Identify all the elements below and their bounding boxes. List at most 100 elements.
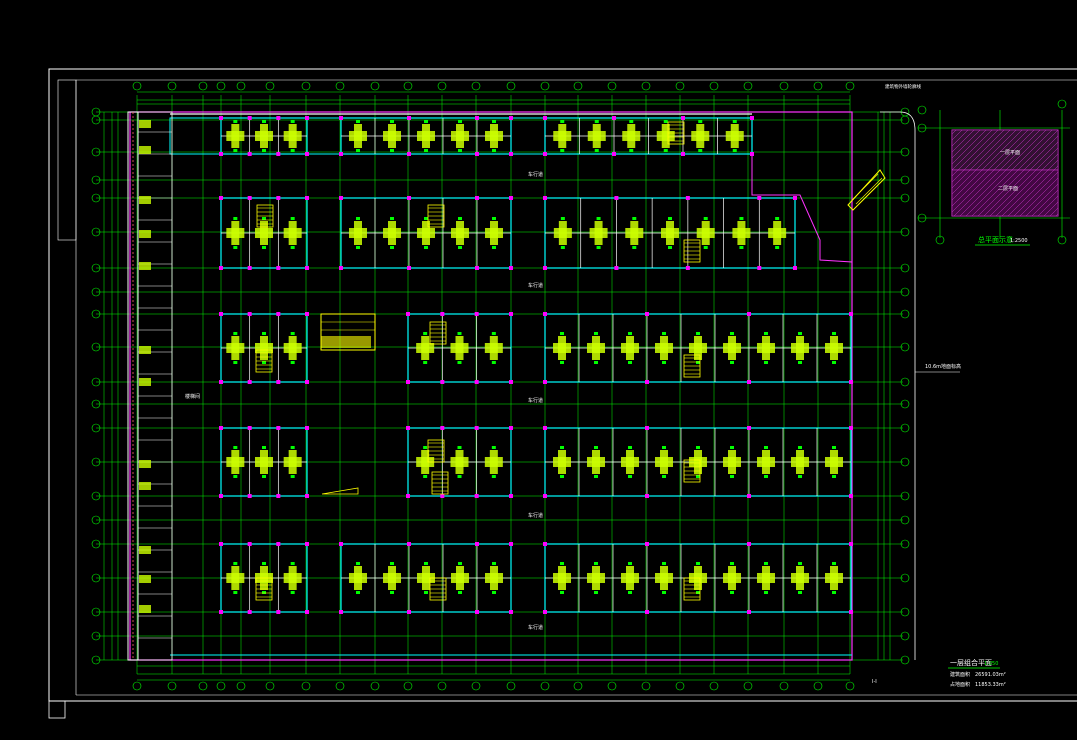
column xyxy=(475,196,479,200)
column xyxy=(407,610,411,614)
column xyxy=(247,196,252,200)
unit-tag xyxy=(668,246,672,249)
keyplan-hatch xyxy=(959,130,1047,216)
unit-hatch xyxy=(689,343,707,353)
axis-bubble-top xyxy=(167,81,177,91)
axis-bubble-right xyxy=(900,457,910,467)
drawing-scale: 1:250 xyxy=(984,661,998,667)
unit-hatch xyxy=(485,131,503,141)
axis-bubble-right xyxy=(900,175,910,185)
axis-bubble-left xyxy=(91,227,101,237)
unit-hatch xyxy=(661,228,679,238)
unit-hatch xyxy=(255,228,273,238)
unit-tag xyxy=(290,562,295,565)
unit-tag xyxy=(233,562,238,565)
unit-tag xyxy=(703,217,708,220)
unit-tag xyxy=(594,120,599,123)
column xyxy=(339,196,343,200)
unit-tag xyxy=(730,332,734,335)
column xyxy=(407,152,411,156)
unit-hatch xyxy=(553,228,572,238)
unit-tag xyxy=(424,149,428,152)
parking-mark xyxy=(139,120,151,128)
unit-tag xyxy=(492,562,496,565)
parking-mark xyxy=(139,262,151,270)
unit-tag xyxy=(696,446,700,449)
column xyxy=(614,196,619,200)
axis-bubble-top xyxy=(198,81,208,91)
parking-mark xyxy=(139,346,151,354)
equipment-room xyxy=(320,313,376,495)
column xyxy=(849,380,853,384)
keyplan-hatch xyxy=(1055,213,1058,216)
column xyxy=(276,610,281,614)
unit-tag xyxy=(290,217,295,220)
axis-bubble-right xyxy=(900,342,910,352)
unit-tag xyxy=(594,149,599,152)
axis-bubble-left xyxy=(91,175,101,185)
axis-bubble-top xyxy=(437,81,447,91)
unit-hatch xyxy=(587,457,605,467)
axis-bubble-right xyxy=(900,515,910,525)
column xyxy=(276,494,281,498)
unit-hatch xyxy=(417,573,435,583)
column xyxy=(219,312,223,316)
column xyxy=(849,494,853,498)
axis-bubble-bottom xyxy=(641,681,651,691)
unit-tag xyxy=(458,149,462,152)
axis-bubble-bottom xyxy=(132,681,142,691)
parking-mark xyxy=(139,460,151,468)
unit-tag xyxy=(560,246,565,249)
unit-tag xyxy=(662,475,666,478)
keyplan-hatch xyxy=(1025,183,1058,216)
axis-bubble-bottom xyxy=(471,681,481,691)
column xyxy=(747,426,751,430)
column xyxy=(475,152,479,156)
column xyxy=(305,266,309,270)
unit-hatch xyxy=(451,573,469,583)
axis-bubble-top xyxy=(301,81,311,91)
column xyxy=(681,116,685,120)
axis-bubble-right xyxy=(900,607,910,617)
column xyxy=(475,542,479,546)
drawing-title: 一层组合平面 xyxy=(950,658,992,667)
unit-tag xyxy=(458,120,462,123)
axis-bubble-left xyxy=(91,539,101,549)
unit-hatch xyxy=(283,343,302,353)
unit-tag xyxy=(798,562,802,565)
unit-tag xyxy=(730,591,734,594)
axis-bubble-bottom xyxy=(216,681,226,691)
axis-bubble-left xyxy=(91,193,101,203)
column xyxy=(509,610,513,614)
column xyxy=(645,380,649,384)
keyplan-hatch xyxy=(952,130,1011,189)
column xyxy=(219,266,223,270)
column xyxy=(407,116,411,120)
column xyxy=(849,426,853,430)
site-boundary xyxy=(880,111,916,660)
keyplan-hatch xyxy=(965,130,1053,216)
unit-hatch xyxy=(732,228,751,238)
column xyxy=(305,610,309,614)
axis-bubble-top xyxy=(540,81,550,91)
stair xyxy=(667,121,685,145)
unit-hatch xyxy=(791,573,809,583)
driveway-labels: 车行道 车行道 车行道 车行道 车行道 楼梯间 xyxy=(185,171,543,631)
column xyxy=(614,266,619,270)
axis-bubble-right xyxy=(900,631,910,641)
unit-tag xyxy=(628,446,632,449)
unit-hatch xyxy=(723,573,741,583)
unit-hatch xyxy=(450,343,469,353)
unit-hatch xyxy=(625,228,644,238)
unit-tag xyxy=(290,475,295,478)
column xyxy=(247,610,252,614)
parking-mark xyxy=(139,605,151,613)
unit-tag xyxy=(233,149,238,152)
axis-bubble-left xyxy=(91,491,101,501)
keyplan-hatch xyxy=(1019,177,1058,216)
unit-hatch xyxy=(383,228,401,238)
column xyxy=(543,426,547,430)
axis-bubble-bottom xyxy=(403,681,413,691)
column xyxy=(509,116,513,120)
unit-hatch xyxy=(825,343,843,353)
